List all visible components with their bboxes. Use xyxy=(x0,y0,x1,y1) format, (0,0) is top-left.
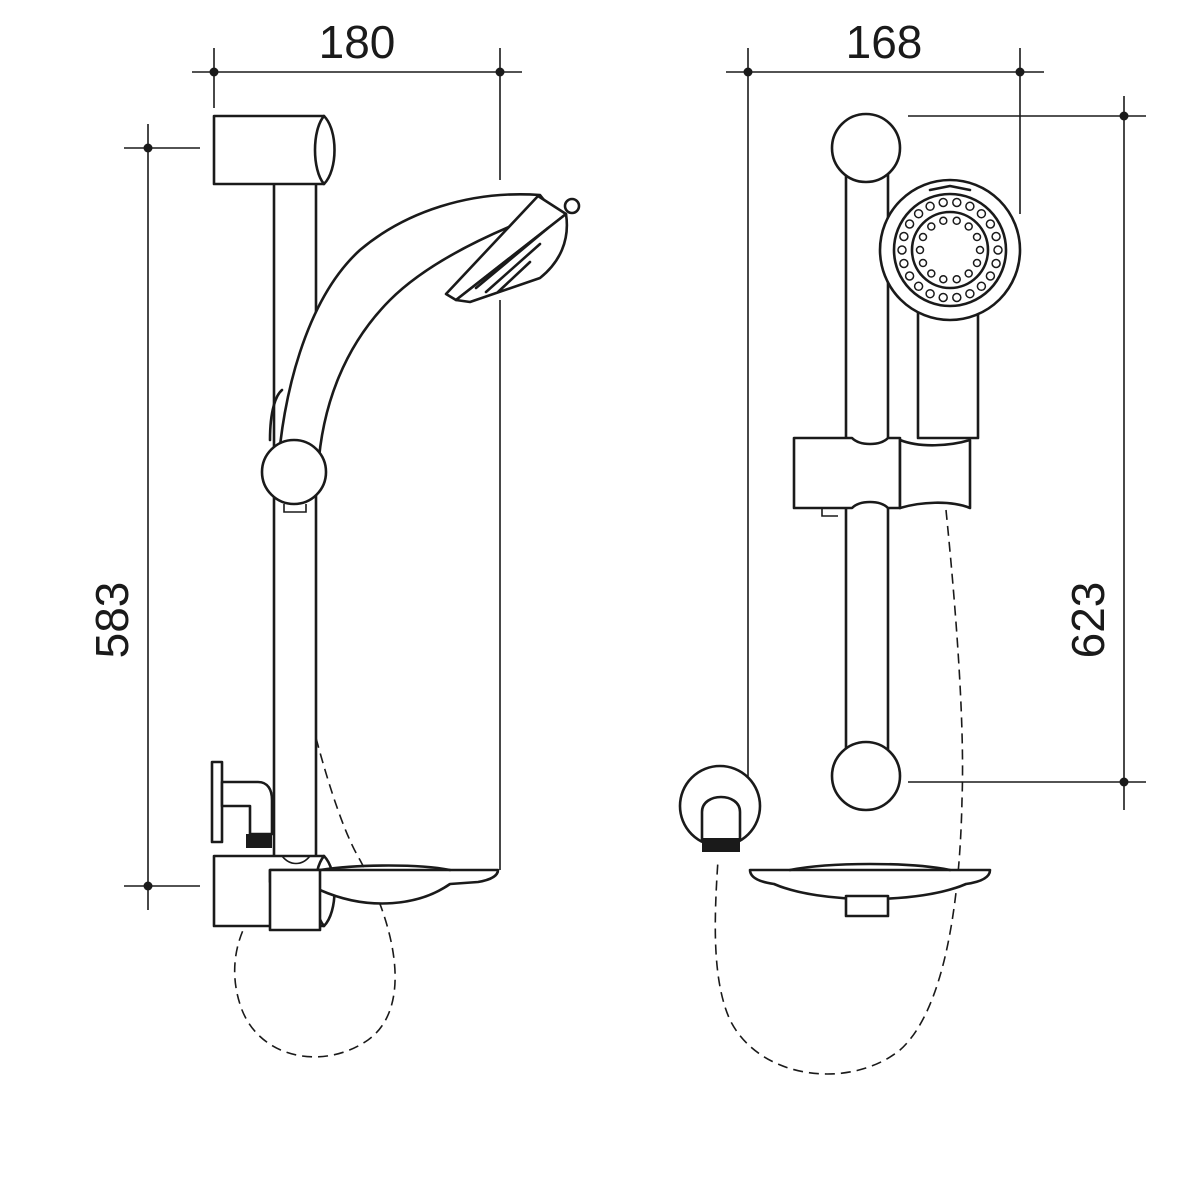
nozzle xyxy=(952,197,962,208)
nozzle xyxy=(972,232,982,242)
side-view: 180 583 xyxy=(86,16,581,1058)
nozzle xyxy=(985,219,996,229)
nozzle xyxy=(897,245,907,255)
nozzle xyxy=(975,245,985,255)
front-shower-head xyxy=(878,178,1022,322)
nozzle xyxy=(899,231,909,242)
nozzle xyxy=(904,271,915,281)
side-wall-outlet xyxy=(210,760,274,848)
front-top-cap xyxy=(830,112,902,184)
side-top-bracket xyxy=(212,114,336,186)
nozzle xyxy=(965,201,975,212)
nozzle xyxy=(939,274,948,284)
nozzle xyxy=(964,222,973,231)
nozzle xyxy=(952,292,962,303)
nozzle xyxy=(985,271,996,281)
nozzle xyxy=(925,288,935,299)
nozzle xyxy=(939,216,948,226)
shower-nozzles xyxy=(897,197,1003,303)
side-shower-head xyxy=(444,194,581,304)
nozzle xyxy=(938,292,948,303)
front-soap-dish xyxy=(748,862,992,918)
nozzle xyxy=(915,245,925,255)
nozzle xyxy=(918,232,928,242)
side-soap-dish xyxy=(268,864,500,932)
nozzle xyxy=(904,219,915,229)
side-slider-knob xyxy=(260,438,328,506)
nozzle xyxy=(965,288,975,299)
nozzle xyxy=(913,281,924,292)
nozzle xyxy=(918,258,928,268)
nozzle xyxy=(993,245,1003,255)
nozzle xyxy=(952,216,961,226)
front-width-dimension: 168 xyxy=(726,16,1044,780)
front-hose xyxy=(714,509,964,1075)
nozzle xyxy=(925,201,935,212)
front-width-label: 168 xyxy=(846,16,923,68)
side-height-label: 583 xyxy=(86,582,138,659)
side-rail xyxy=(272,170,318,874)
nozzle xyxy=(964,269,973,278)
front-height-dimension: 623 xyxy=(908,96,1146,810)
nozzle xyxy=(991,258,1001,269)
front-slider-clamp xyxy=(792,436,972,517)
front-bottom-cap xyxy=(830,740,902,812)
front-view: 168 623 xyxy=(678,16,1146,1075)
nozzle xyxy=(972,258,982,268)
side-height-dimension: 583 xyxy=(86,124,200,910)
nozzle xyxy=(927,269,936,278)
side-width-label: 180 xyxy=(319,16,396,68)
side-hose xyxy=(233,737,396,1058)
nozzle xyxy=(938,197,948,208)
nozzle xyxy=(913,208,924,219)
nozzle xyxy=(952,274,961,284)
side-width-dimension: 180 xyxy=(192,16,522,180)
nozzle xyxy=(976,281,987,292)
nozzle xyxy=(991,231,1001,242)
nozzle xyxy=(899,258,909,269)
front-wall-outlet xyxy=(678,764,762,852)
nozzle xyxy=(976,208,987,219)
front-height-label: 623 xyxy=(1062,582,1114,659)
nozzle xyxy=(927,222,936,231)
